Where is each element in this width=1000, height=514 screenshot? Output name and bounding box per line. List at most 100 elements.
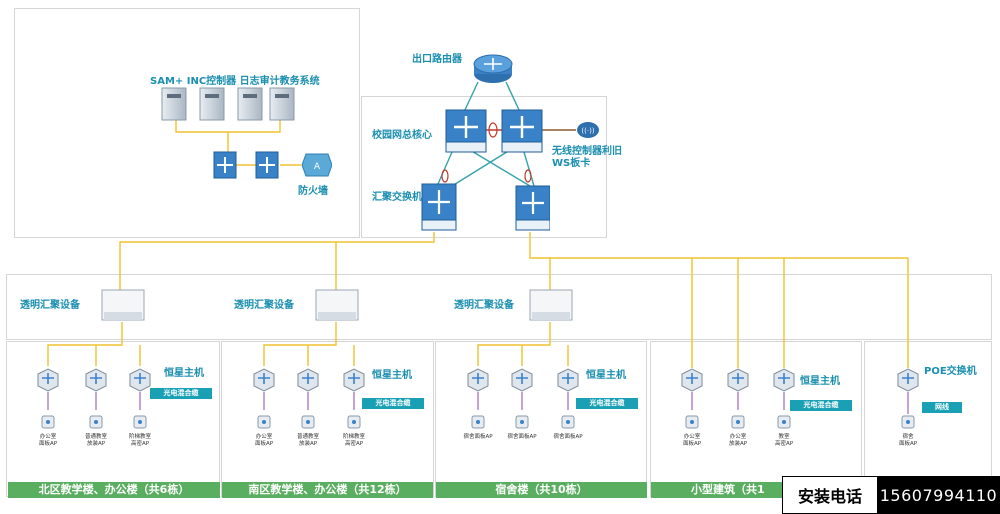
firewall-label: 防火墙 bbox=[298, 186, 328, 197]
hengxing-host-label-small: 恒星主机 bbox=[800, 376, 840, 387]
host-switch-icon bbox=[511, 368, 533, 392]
hybrid-cable-badge-small: 光电混合缆 bbox=[790, 400, 852, 411]
core-right-agg-left-link bbox=[451, 149, 511, 187]
firewall-icon: A bbox=[302, 153, 332, 177]
hybrid-cable-badge-dorm: 光电混合缆 bbox=[576, 398, 638, 409]
core-left-agg-left-link bbox=[437, 151, 453, 185]
access-point-icon bbox=[41, 415, 55, 429]
host-switch-icon bbox=[297, 368, 319, 392]
transparent-agg-device-dorm bbox=[529, 289, 573, 321]
core-switch-pair bbox=[445, 109, 543, 153]
hengxing-host-label-dorm: 恒星主机 bbox=[586, 370, 626, 381]
aggregation-zone-panel bbox=[6, 274, 992, 340]
access-point-icon bbox=[347, 415, 361, 429]
access-point-icon bbox=[515, 415, 529, 429]
access-point-icon bbox=[901, 415, 915, 429]
core-switch-icon bbox=[445, 109, 487, 153]
ap-label: 办公室 面板AP bbox=[38, 434, 58, 447]
router-core-left-link bbox=[463, 81, 479, 113]
switch-icon bbox=[213, 151, 237, 179]
hengxing-host-label-north: 恒星主机 bbox=[164, 368, 204, 379]
ap-label: 宿舍 面板AP bbox=[898, 434, 918, 447]
wireless-controller-label: 无线控制器利旧 WS板卡 bbox=[552, 146, 622, 169]
poe-zone-panel bbox=[864, 341, 992, 497]
host-switch-icon bbox=[897, 368, 919, 392]
ap-label: 阶梯教室 高密AP bbox=[342, 434, 365, 447]
hybrid-cable-badge-south: 光电混合缆 bbox=[362, 398, 424, 409]
switch-icon bbox=[255, 151, 279, 179]
access-point-icon bbox=[685, 415, 699, 429]
ap-label: 阶梯教室 高密AP bbox=[128, 434, 151, 447]
aggregation-switch-pair bbox=[421, 183, 550, 231]
access-point-icon bbox=[777, 415, 791, 429]
wireless-controller-icon: ((·)) bbox=[577, 122, 599, 138]
host-switch-icon bbox=[129, 368, 151, 392]
hybrid-cable-badge-north: 光电混合缆 bbox=[150, 388, 212, 399]
host-switch-icon bbox=[85, 368, 107, 392]
agg-right-trunk bbox=[529, 232, 551, 290]
campus-core-label: 校园网总核心 bbox=[372, 130, 432, 141]
server-3-icon bbox=[237, 87, 263, 121]
transparent-agg-device-south bbox=[315, 289, 359, 321]
ap-label: 宿舍面板AP bbox=[553, 434, 583, 440]
transparent-agg-label-dorm: 透明汇聚设备 bbox=[454, 300, 514, 311]
contact-banner: 安装电话 15607994110 bbox=[782, 476, 1000, 514]
core-left-agg-right-link bbox=[469, 149, 531, 187]
server-2-icon bbox=[199, 87, 225, 121]
contact-number: 15607994110 bbox=[878, 477, 999, 513]
access-point-icon bbox=[731, 415, 745, 429]
section-bar-north: 北区教学楼、办公楼（共6栋） bbox=[8, 482, 220, 498]
access-point-icon bbox=[133, 415, 147, 429]
svg-text:A: A bbox=[314, 162, 321, 172]
agg-left-trunk bbox=[119, 232, 435, 290]
host-switch-icon bbox=[773, 368, 795, 392]
access-point-icon bbox=[471, 415, 485, 429]
access-point-icon bbox=[561, 415, 575, 429]
ap-label: 办公室 放装AP bbox=[728, 434, 748, 447]
host-switch-icon bbox=[37, 368, 59, 392]
ap-label: 教室 高密AP bbox=[774, 434, 794, 447]
aggregation-switch-label: 汇聚交换机 bbox=[372, 192, 422, 203]
systems-label: SAM+ INC控制器 日志审计教务系统 bbox=[150, 76, 320, 87]
core-switch-icon bbox=[501, 109, 543, 153]
transparent-agg-device-north bbox=[101, 289, 145, 321]
section-bar-dorm: 宿舍楼（共10栋） bbox=[436, 482, 647, 498]
poe-switch-label: POE交换机 bbox=[924, 366, 977, 377]
access-point-icon bbox=[257, 415, 271, 429]
transparent-agg-label-north: 透明汇聚设备 bbox=[20, 300, 80, 311]
exit-router-label: 出口路由器 bbox=[412, 54, 462, 65]
north-distribution bbox=[47, 322, 123, 366]
ap-label: 办公室 面板AP bbox=[254, 434, 274, 447]
server-4-icon bbox=[269, 87, 295, 121]
router-icon bbox=[473, 54, 513, 83]
host-switch-icon bbox=[253, 368, 275, 392]
ap-label: 宿舍面板AP bbox=[463, 434, 493, 440]
core-right-agg-right-link bbox=[523, 151, 535, 187]
agg-switch-icon bbox=[421, 183, 457, 231]
access-point-icon bbox=[89, 415, 103, 429]
server-switch-pair bbox=[213, 151, 279, 179]
host-switch-icon bbox=[343, 368, 365, 392]
server-zone-panel bbox=[14, 8, 360, 238]
ap-label: 办公室 面板AP bbox=[682, 434, 702, 447]
server-icons bbox=[161, 87, 295, 121]
ap-label: 普通教室 放装AP bbox=[296, 434, 319, 447]
network-cable-badge: 网线 bbox=[922, 402, 962, 413]
svg-text:((·)): ((·)) bbox=[581, 127, 594, 135]
dorm-zone-panel bbox=[435, 341, 647, 497]
server-1-icon bbox=[161, 87, 187, 121]
south-zone-panel bbox=[221, 341, 434, 497]
dorm-distribution bbox=[477, 322, 551, 366]
host-switch-icon bbox=[467, 368, 489, 392]
small-building-zone-panel bbox=[650, 341, 862, 497]
south-distribution bbox=[263, 322, 337, 366]
host-switch-icon bbox=[557, 368, 579, 392]
access-point-icon bbox=[301, 415, 315, 429]
section-bar-south: 南区教学楼、办公楼（共12栋） bbox=[222, 482, 433, 498]
ap-label: 宿舍面板AP bbox=[507, 434, 537, 440]
host-switch-icon bbox=[727, 368, 749, 392]
router-core-right-link bbox=[505, 81, 521, 113]
transparent-agg-label-south: 透明汇聚设备 bbox=[234, 300, 294, 311]
